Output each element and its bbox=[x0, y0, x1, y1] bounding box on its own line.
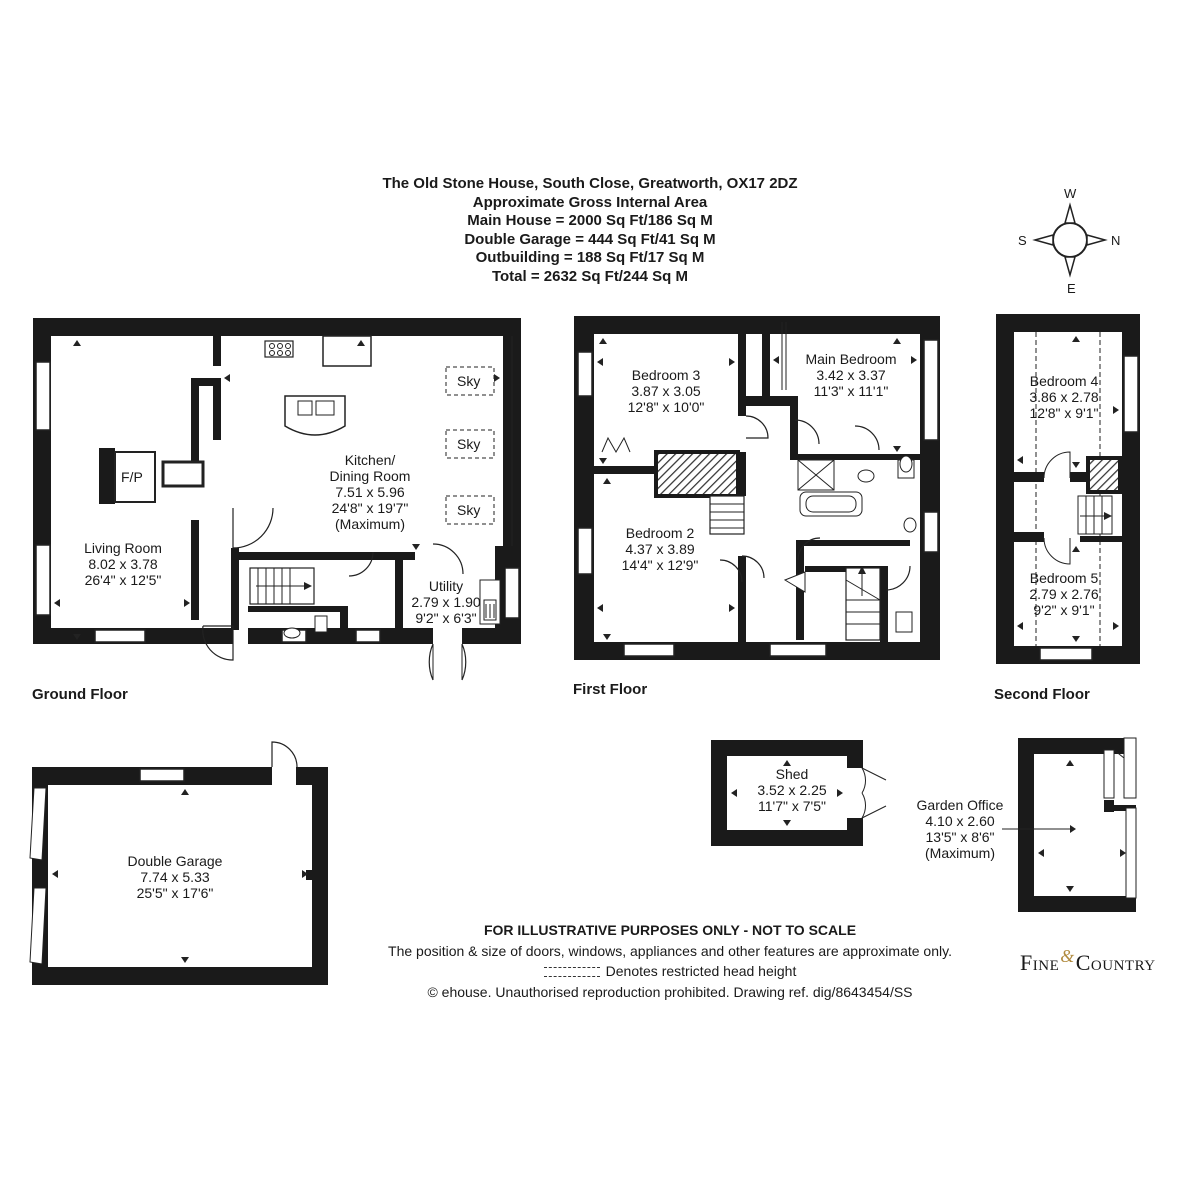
bedroom4-metric: 3.86 x 2.78 bbox=[1029, 389, 1098, 405]
restricted-head-height-icon bbox=[543, 967, 600, 978]
bedroom3-imperial: 12'8" x 10'0" bbox=[628, 399, 705, 415]
first-stairs-icon bbox=[709, 495, 881, 641]
main-bedroom-name: Main Bedroom bbox=[805, 351, 896, 367]
compass-rose-icon: W E S N bbox=[1018, 186, 1120, 296]
garage-metric: 7.74 x 5.33 bbox=[140, 869, 209, 885]
compass-west-label: W bbox=[1064, 186, 1077, 201]
shed-name: Shed bbox=[776, 766, 809, 782]
main-bedroom-metric: 3.42 x 3.37 bbox=[816, 367, 885, 383]
second-floor-plan: Bedroom 4 3.86 x 2.78 12'8" x 9'1" Bedro… bbox=[994, 314, 1140, 703]
garden-office-name: Garden Office bbox=[917, 797, 1004, 813]
compass-south-label: S bbox=[1018, 233, 1027, 248]
disclaimer-text: FOR ILLUSTRATIVE PURPOSES ONLY - NOT TO … bbox=[483, 922, 857, 938]
plan-header: The Old Stone House, South Close, Greatw… bbox=[0, 175, 1180, 286]
living-room-metric: 8.02 x 3.78 bbox=[88, 556, 157, 572]
copyright-text: © ehouse. Unauthorised reproduction proh… bbox=[427, 983, 913, 1000]
compass-east-label: E bbox=[1067, 281, 1076, 296]
bedroom2-imperial: 14'4" x 12'9" bbox=[622, 557, 699, 573]
shed-imperial: 11'7" x 7'5" bbox=[758, 798, 826, 814]
garden-office-plan: Garden Office 4.10 x 2.60 13'5" x 8'6" (… bbox=[917, 737, 1137, 912]
main-house-area: Main House = 2000 Sq Ft/186 Sq M bbox=[467, 212, 713, 229]
kitchen-name: Kitchen/ bbox=[345, 452, 396, 468]
shed-plan: Shed 3.52 x 2.25 11'7" x 7'5" bbox=[711, 740, 887, 846]
ground-floor-label: Ground Floor bbox=[32, 686, 128, 703]
kitchen-imperial: 24'8" x 19'7" bbox=[332, 500, 409, 516]
first-floor-label: First Floor bbox=[573, 681, 647, 698]
kitchen-note: (Maximum) bbox=[335, 516, 405, 532]
head-height-text: Denotes restricted head height bbox=[605, 963, 797, 979]
logo-word-1: Fine bbox=[1020, 950, 1060, 975]
ground-floor-plan: F/P Sky Sky Sky bbox=[32, 318, 521, 703]
outbuilding-area: Outbuilding = 188 Sq Ft/17 Sq M bbox=[475, 249, 705, 266]
double-garage-plan: Double Garage 7.74 x 5.33 25'5" x 17'6" bbox=[29, 741, 328, 985]
garden-office-note: (Maximum) bbox=[925, 845, 995, 861]
garage-name: Double Garage bbox=[128, 853, 223, 869]
plan-footer: FOR ILLUSTRATIVE PURPOSES ONLY - NOT TO … bbox=[0, 920, 1200, 1002]
bedroom5-name: Bedroom 5 bbox=[1030, 570, 1099, 586]
logo-word-2: Country bbox=[1075, 950, 1156, 975]
garage-imperial: 25'5" x 17'6" bbox=[137, 885, 214, 901]
living-room-imperial: 26'4" x 12'5" bbox=[85, 572, 162, 588]
bedroom4-imperial: 12'8" x 9'1" bbox=[1030, 405, 1099, 421]
second-floor-label: Second Floor bbox=[994, 686, 1090, 703]
position-note-text: The position & size of doors, windows, a… bbox=[388, 942, 952, 959]
head-height-key: Denotes restricted head height bbox=[0, 961, 1200, 982]
kitchen-metric: 7.51 x 5.96 bbox=[335, 484, 404, 500]
utility-name: Utility bbox=[429, 578, 463, 594]
garage-area: Double Garage = 444 Sq Ft/41 Sq M bbox=[464, 230, 716, 248]
skylight-label-3: Sky bbox=[457, 502, 480, 518]
bedroom3-metric: 3.87 x 3.05 bbox=[631, 383, 700, 399]
skylight-label-1: Sky bbox=[457, 373, 480, 389]
utility-metric: 2.79 x 1.90 bbox=[411, 594, 480, 610]
logo-ampersand: & bbox=[1060, 946, 1075, 966]
fireplace-label: F/P bbox=[121, 469, 143, 485]
ground-stairs-icon bbox=[249, 567, 315, 605]
garden-office-metric: 4.10 x 2.60 bbox=[925, 813, 994, 829]
address-title: The Old Stone House, South Close, Greatw… bbox=[382, 175, 798, 192]
bedroom3-name: Bedroom 3 bbox=[632, 367, 701, 383]
total-area: Total = 2632 Sq Ft/244 Sq M bbox=[491, 267, 689, 285]
living-room-name: Living Room bbox=[84, 540, 162, 556]
area-title: Approximate Gross Internal Area bbox=[472, 193, 708, 211]
main-bedroom-imperial: 11'3" x 11'1" bbox=[814, 383, 889, 399]
bedroom4-name: Bedroom 4 bbox=[1030, 373, 1099, 389]
compass-north-label: N bbox=[1111, 233, 1120, 248]
bedroom2-name: Bedroom 2 bbox=[626, 525, 695, 541]
bedroom5-metric: 2.79 x 2.76 bbox=[1029, 586, 1098, 602]
first-floor-plan: Bedroom 3 3.87 x 3.05 12'8" x 10'0" Main… bbox=[573, 316, 940, 698]
garden-office-imperial: 13'5" x 8'6" bbox=[926, 829, 995, 845]
utility-imperial: 9'2" x 6'3" bbox=[415, 610, 476, 626]
bedroom2-metric: 4.37 x 3.89 bbox=[625, 541, 694, 557]
kitchen-name-2: Dining Room bbox=[330, 468, 411, 484]
shed-metric: 3.52 x 2.25 bbox=[757, 782, 826, 798]
skylight-label-2: Sky bbox=[457, 436, 480, 452]
bedroom5-imperial: 9'2" x 9'1" bbox=[1033, 602, 1094, 618]
fine-and-country-logo: Fine&Country bbox=[1020, 946, 1156, 976]
